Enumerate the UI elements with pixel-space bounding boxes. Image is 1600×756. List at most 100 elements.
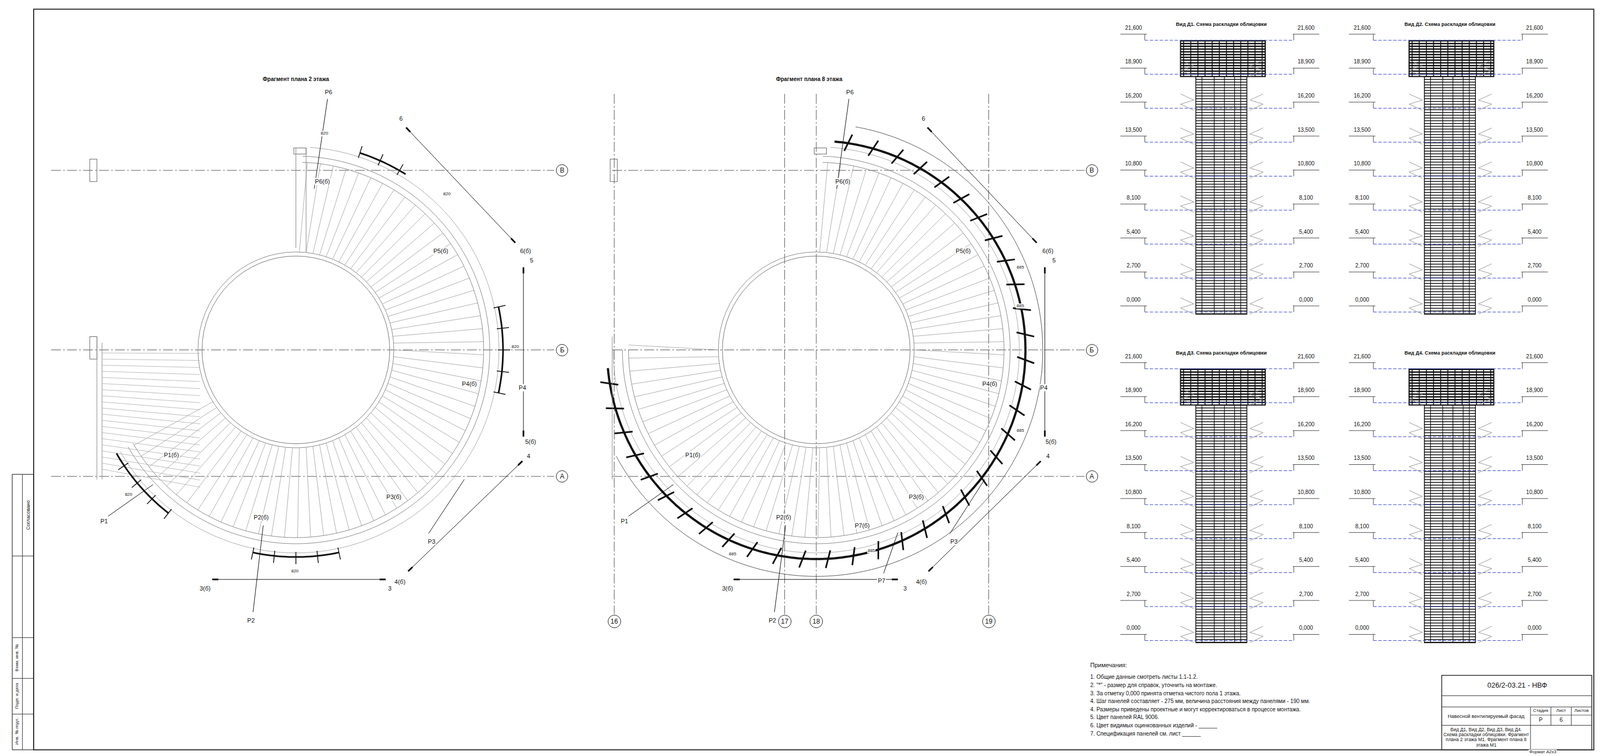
callout-number: 4 xyxy=(526,452,531,460)
stringer-arc xyxy=(628,162,1005,538)
stair-tread xyxy=(741,440,780,522)
level-mark: 2,700 xyxy=(1298,591,1314,598)
level-mark: 10,800 xyxy=(1525,161,1544,168)
facade-column xyxy=(1195,40,1248,315)
level-marker xyxy=(1144,600,1145,607)
panel-line xyxy=(1424,89,1476,92)
axis-line xyxy=(51,169,555,171)
panel-line xyxy=(1195,537,1248,539)
panel-line xyxy=(1424,81,1476,83)
panel-line xyxy=(1426,40,1428,77)
panel-line xyxy=(1424,531,1476,533)
dimension-text: 820 xyxy=(290,568,299,574)
panel-line xyxy=(1424,562,1476,564)
stair-tread xyxy=(102,451,201,467)
panel-line xyxy=(1424,545,1476,547)
panel-line xyxy=(1424,191,1476,194)
bracket-symbol xyxy=(1249,558,1264,576)
panel-line xyxy=(1180,371,1266,373)
panel-line xyxy=(1195,247,1248,249)
panel-line xyxy=(1409,374,1495,376)
level-mark: 16,200 xyxy=(1124,92,1143,100)
panel-line xyxy=(1424,230,1476,232)
level-mark: 5,400 xyxy=(1126,557,1142,564)
panel-line xyxy=(1180,51,1266,53)
panel-line xyxy=(1424,462,1476,464)
panel-line xyxy=(1180,368,1266,371)
axis-circle: 18 xyxy=(809,614,823,629)
level-mark: 5,400 xyxy=(1298,557,1314,564)
level-marker xyxy=(1521,33,1548,35)
title-block-line xyxy=(1530,707,1532,751)
panel-line xyxy=(1424,581,1476,583)
stair-tread xyxy=(102,426,201,438)
panel-line xyxy=(1195,191,1248,194)
panel-line xyxy=(1180,388,1266,390)
stair-tread xyxy=(819,162,828,253)
panel-line xyxy=(1190,40,1192,77)
panel-line xyxy=(1195,462,1248,464)
project-name: Навесной вентилируемый фасад xyxy=(1447,713,1525,720)
level-marker xyxy=(1144,34,1145,41)
bracket-symbol xyxy=(1249,60,1264,77)
level-line xyxy=(1373,504,1523,506)
level-marker xyxy=(1522,634,1523,641)
panel-line xyxy=(1424,269,1476,271)
panel-line xyxy=(1424,611,1476,613)
level-marker xyxy=(1292,464,1320,465)
panel-bracket xyxy=(901,532,904,551)
stair-tread xyxy=(102,432,201,445)
bracket-symbol xyxy=(1180,162,1194,179)
axis-label: В xyxy=(1089,167,1094,174)
level-line xyxy=(1144,368,1294,369)
panel-line xyxy=(1409,48,1495,50)
panel-line xyxy=(1195,139,1248,141)
level-line xyxy=(1144,210,1294,211)
panel-line xyxy=(1424,128,1476,130)
level-marker xyxy=(1521,135,1548,137)
panel-line xyxy=(1195,426,1248,428)
panel-line xyxy=(1195,446,1248,448)
panel-line xyxy=(1195,622,1248,624)
panel-line xyxy=(1195,285,1248,287)
stair-tread xyxy=(371,413,437,475)
panel-line xyxy=(1195,164,1248,166)
level-marker xyxy=(1144,634,1145,641)
dimension-text: 820 xyxy=(442,191,452,197)
section-line xyxy=(1044,267,1046,437)
panel-line xyxy=(1223,369,1225,644)
level-marker xyxy=(1521,566,1548,567)
panel-line xyxy=(1424,584,1476,586)
level-marker xyxy=(1373,136,1374,143)
level-marker xyxy=(1522,600,1523,607)
panel-line xyxy=(1424,619,1476,622)
stair-tread xyxy=(839,445,858,534)
panel-line xyxy=(1424,523,1476,525)
stair-tread xyxy=(707,431,762,503)
panel-line xyxy=(1424,520,1476,522)
panel-line xyxy=(1195,545,1248,547)
panel-bracket xyxy=(891,149,904,164)
panel-bracket xyxy=(1001,428,1015,441)
stair-tread xyxy=(766,445,793,532)
level-line xyxy=(1144,277,1294,279)
panel-line xyxy=(1195,172,1248,174)
stamp-line xyxy=(12,555,34,557)
level-marker xyxy=(1120,169,1147,171)
panel-line xyxy=(1424,542,1476,544)
level-line xyxy=(1144,402,1294,404)
level-line xyxy=(1144,141,1294,143)
section-mark xyxy=(1036,461,1041,466)
panel-line xyxy=(1195,186,1248,188)
panel-line xyxy=(1452,369,1454,644)
panel-line xyxy=(1180,73,1266,75)
stair-tread xyxy=(876,427,928,502)
panel-line xyxy=(1195,454,1248,456)
stair-tread xyxy=(371,233,443,288)
panel-line xyxy=(1195,459,1248,462)
axis-circle: В xyxy=(1085,164,1099,177)
panel-line xyxy=(1195,506,1248,508)
facade-top xyxy=(1409,40,1495,77)
